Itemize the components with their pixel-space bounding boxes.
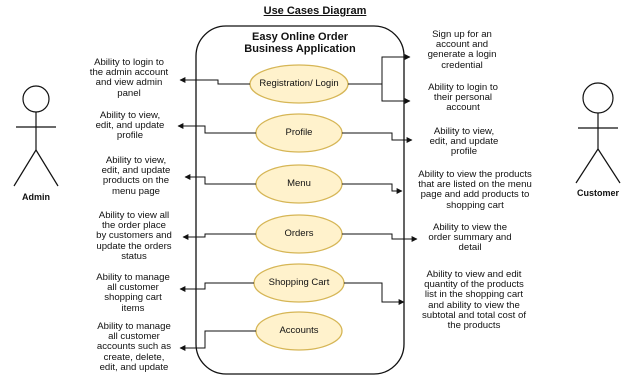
usecase-accounts-label: Accounts xyxy=(279,325,319,336)
usecase-profile-label: Profile xyxy=(285,127,313,138)
admin-actor-label: Admin xyxy=(22,192,50,202)
diagram-title: Use Cases Diagram xyxy=(263,5,367,17)
edge-menu-customer xyxy=(342,183,403,194)
admin-actor-figure xyxy=(13,85,59,187)
usecase-orders-label: Orders xyxy=(284,228,314,239)
edge-orders-customer xyxy=(342,233,418,242)
edge-profile-admin xyxy=(177,123,256,134)
edge-cart-customer xyxy=(344,282,405,305)
edge-orders-admin xyxy=(182,233,256,240)
system-boundary xyxy=(195,25,405,375)
customer-actor-label: Customer xyxy=(576,188,619,198)
edge-accounts-admin xyxy=(179,330,256,351)
customer-actor-figure xyxy=(575,82,621,184)
boundary-title: Easy Online Order Business Application xyxy=(244,31,356,55)
usecase-shopping-cart-label: Shopping Cart xyxy=(268,277,330,288)
usecase-registration-label: Registration/ Login xyxy=(259,78,339,89)
edge-registration-login xyxy=(348,83,411,104)
usecase-menu-label: Menu xyxy=(287,178,311,189)
edge-registration-signup xyxy=(348,54,411,85)
edge-registration-admin xyxy=(179,77,250,85)
edge-menu-admin xyxy=(184,174,256,185)
edge-profile-customer xyxy=(342,132,413,143)
edge-cart-admin xyxy=(179,282,254,292)
